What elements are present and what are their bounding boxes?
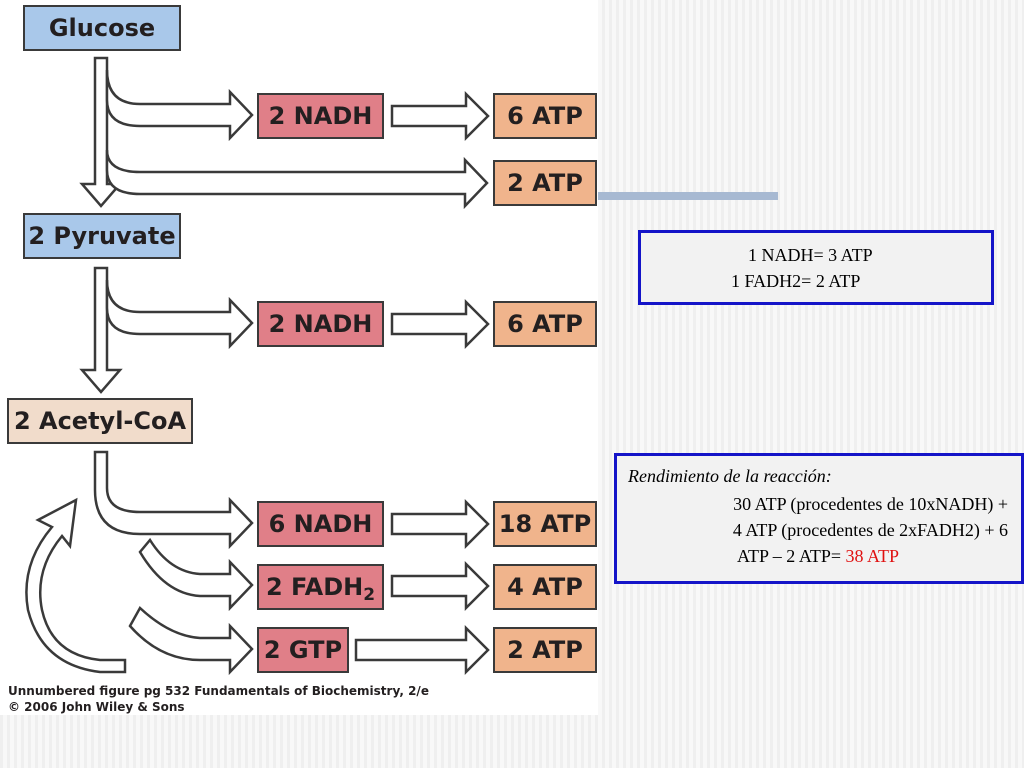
nadh-box-glycolysis: 2 NADH [257, 93, 384, 139]
atp-box-pyruvate: 6 ATP [493, 301, 597, 347]
acetyl-coa-box: 2 Acetyl-CoA [7, 398, 193, 444]
pyruvate-box: 2 Pyruvate [23, 213, 181, 259]
glucose-box: Glucose [23, 5, 181, 51]
atp-box-glycolysis-direct: 2 ATP [493, 160, 597, 206]
yield-total: 38 ATP [845, 546, 900, 566]
metabolic-pathway-figure: Glucose 2 Pyruvate 2 Acetyl-CoA 2 NADH 6… [7, 5, 598, 715]
arrow-acetylcoa-to-cycle-nadh [93, 450, 254, 550]
atp-box-gtp: 2 ATP [493, 627, 597, 673]
reaction-yield-box: Rendimiento de la reacción: 30 ATP (proc… [614, 453, 1024, 584]
arrow-nadh1-to-atp [390, 90, 490, 142]
fadh2-subscript: 2 [363, 585, 376, 605]
arrow-cycle-branch-fadh2 [138, 537, 254, 612]
atp-equivalence-box: 1 NADH= 3 ATP 1 FADH2= 2 ATP [638, 230, 994, 305]
caption-line-2: © 2006 John Wiley & Sons [8, 700, 185, 714]
nadh-equivalence: 1 NADH= 3 ATP [748, 245, 873, 265]
yield-title: Rendimiento de la reacción: [628, 466, 832, 486]
atp-box-fadh2: 4 ATP [493, 564, 597, 610]
arrow-fadh2-to-atp [390, 560, 490, 612]
fadh2-equivalence: 1 FADH2= 2 ATP [731, 271, 861, 291]
arrow-glucose-branch-atp [105, 149, 489, 210]
arrow-citric-acid-cycle [25, 497, 127, 674]
yield-line-2: 4 ATP (procedentes de 2xFADH2) + 6 [732, 520, 1008, 540]
arrow-pyruvate-to-acetylcoa [79, 266, 123, 394]
arrow-pyruvate-branch-nadh [105, 279, 254, 350]
arrow-nadh3-to-atp [390, 498, 490, 550]
caption-line-1: Unnumbered figure pg 532 Fundamentals of… [8, 684, 429, 698]
atp-box-glycolysis-nadh: 6 ATP [493, 93, 597, 139]
arrow-cycle-branch-gtp [128, 605, 254, 676]
arrow-nadh2-to-atp [390, 298, 490, 350]
gtp-box: 2 GTP [257, 627, 349, 673]
pathway-arrows [25, 56, 490, 676]
decorative-accent-bar [598, 192, 778, 200]
yield-line-3: ATP – 2 ATP= 38 ATP [628, 546, 1008, 567]
arrow-glucose-branch-nadh [105, 69, 254, 142]
yield-line-3-prefix: ATP – 2 ATP= [736, 546, 846, 566]
yield-line-1: 30 ATP (procedentes de 10xNADH) + [733, 494, 1008, 514]
nadh-box-pyruvate: 2 NADH [257, 301, 384, 347]
arrow-gtp-to-atp [354, 624, 490, 676]
atp-box-cycle-nadh: 18 ATP [493, 501, 597, 547]
nadh-box-cycle: 6 NADH [257, 501, 384, 547]
figure-caption: Unnumbered figure pg 532 Fundamentals of… [8, 683, 598, 715]
